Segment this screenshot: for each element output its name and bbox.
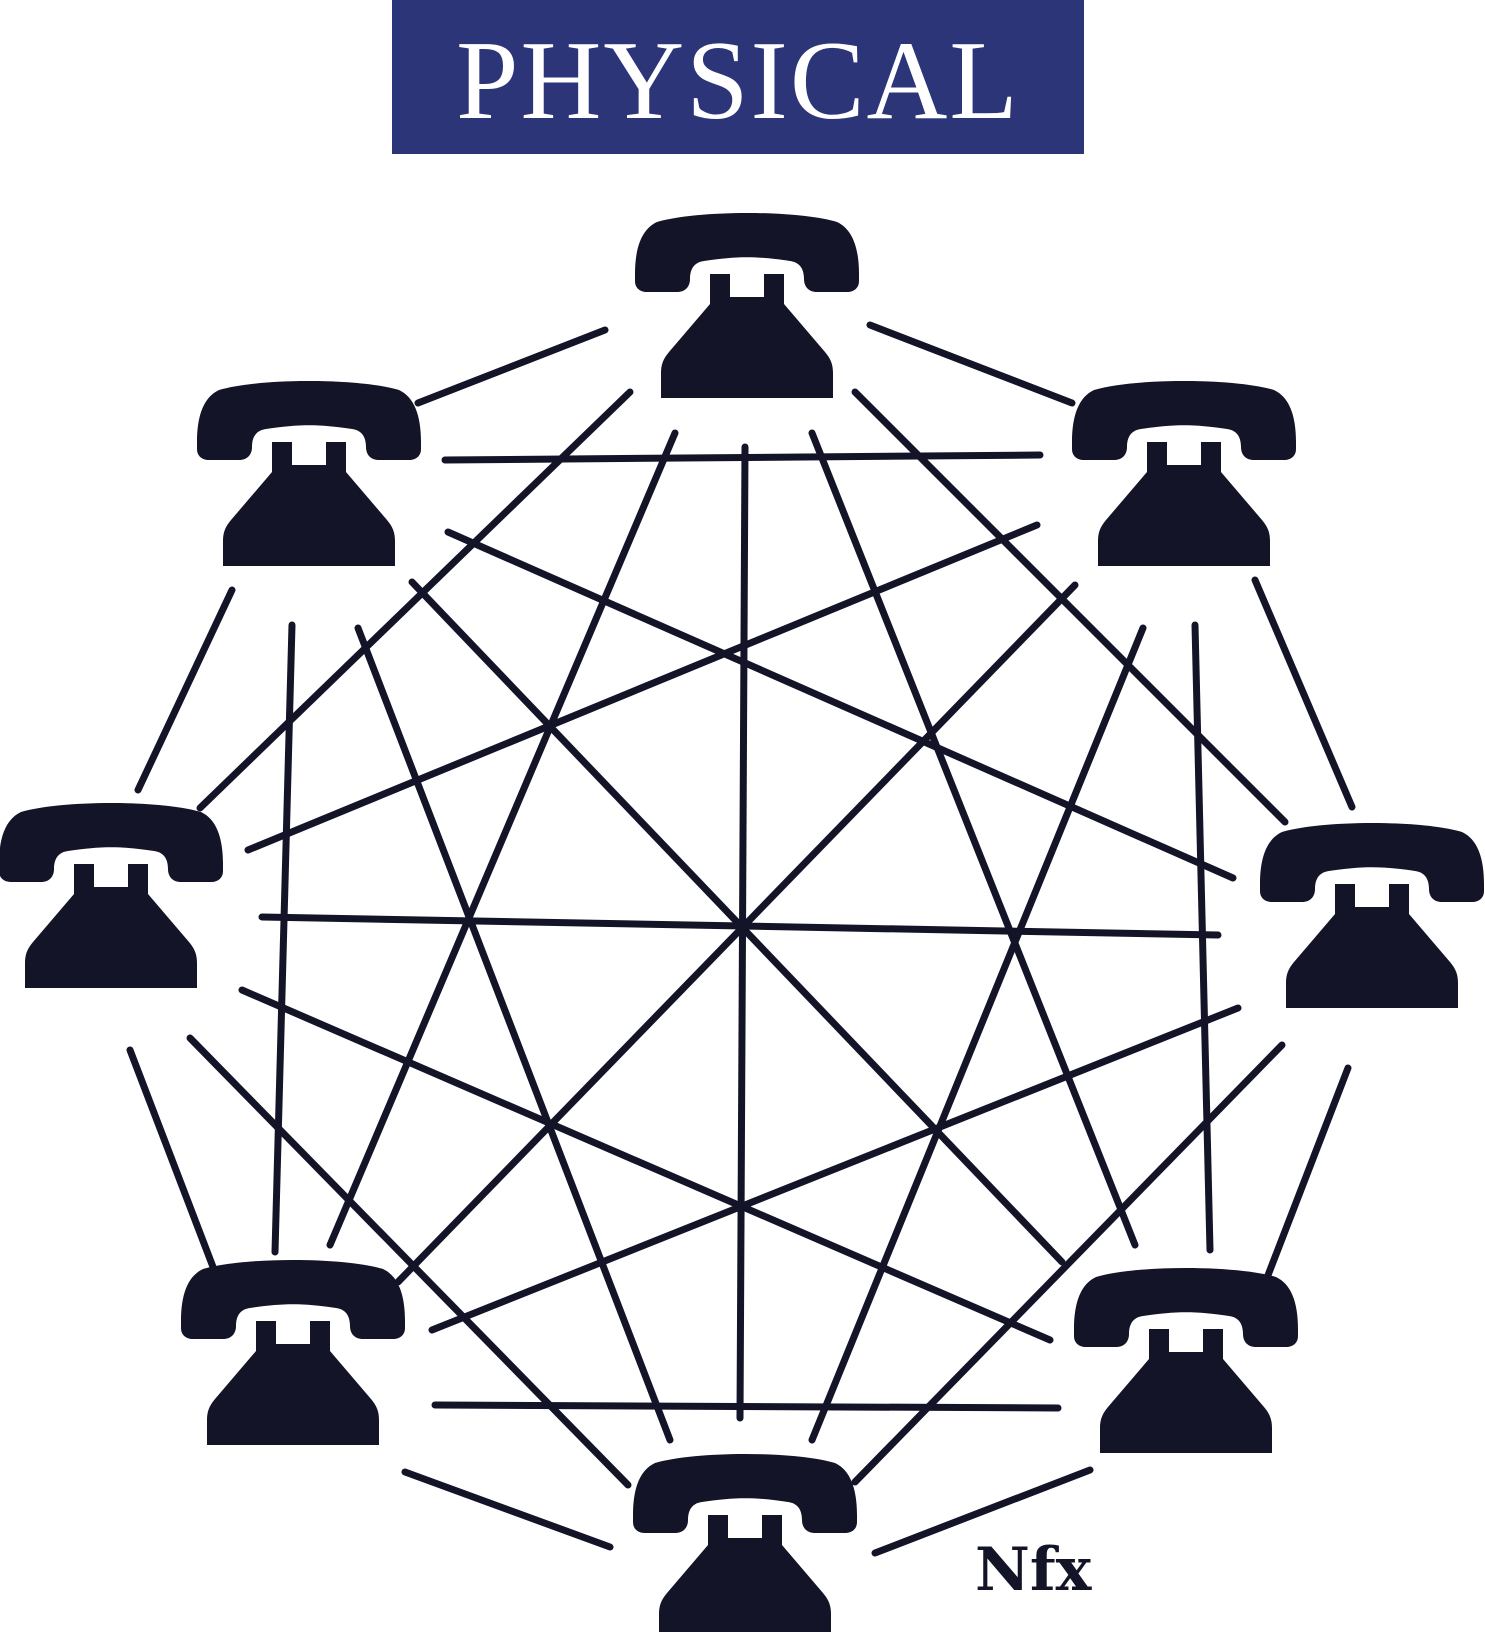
telephone-icon <box>1074 1268 1298 1453</box>
link-upperright-left <box>244 521 1041 854</box>
link-lowerright-bottom <box>871 1466 1094 1557</box>
telephone-icon <box>1260 823 1484 1008</box>
link-left-lowerright <box>238 986 1054 1344</box>
link-upperleft-lowerright <box>408 578 1066 1266</box>
telephone-icon <box>181 1260 405 1445</box>
link-upperright-bottom <box>808 624 1147 1444</box>
link-left-bottom <box>186 1034 632 1489</box>
telephone-icon <box>1072 381 1296 566</box>
link-top-lowerleft <box>326 429 679 1249</box>
diagram-title: PHYSICAL <box>456 19 1020 143</box>
title-banner: PHYSICAL <box>392 0 1084 154</box>
link-top-upperright <box>866 321 1076 407</box>
link-upperleft-right <box>444 528 1237 882</box>
link-top-left <box>196 388 634 812</box>
link-left-lowerleft <box>126 1046 222 1284</box>
link-upperleft-lowerleft <box>271 621 296 1256</box>
nfx-logo: Nfx <box>975 1535 1092 1605</box>
connection-lines <box>126 321 1356 1557</box>
link-left-right <box>258 913 1222 939</box>
link-upperleft-bottom <box>354 624 674 1444</box>
link-upperright-lowerleft <box>394 581 1079 1286</box>
link-upperright-right <box>1251 576 1356 811</box>
link-lowerleft-lowerright <box>431 1401 1062 1412</box>
telephone-icon <box>0 803 223 988</box>
telephone-icon <box>635 213 859 398</box>
link-top-right <box>851 388 1289 826</box>
link-top-upperleft <box>414 326 609 407</box>
link-upperleft-left <box>134 586 236 794</box>
telephone-icon <box>197 381 421 566</box>
link-right-lowerleft <box>428 1004 1242 1334</box>
link-right-lowerright <box>1261 1064 1352 1287</box>
link-lowerleft-bottom <box>401 1468 614 1551</box>
link-top-lowerright <box>808 429 1139 1249</box>
telephone-icon <box>633 1454 857 1632</box>
